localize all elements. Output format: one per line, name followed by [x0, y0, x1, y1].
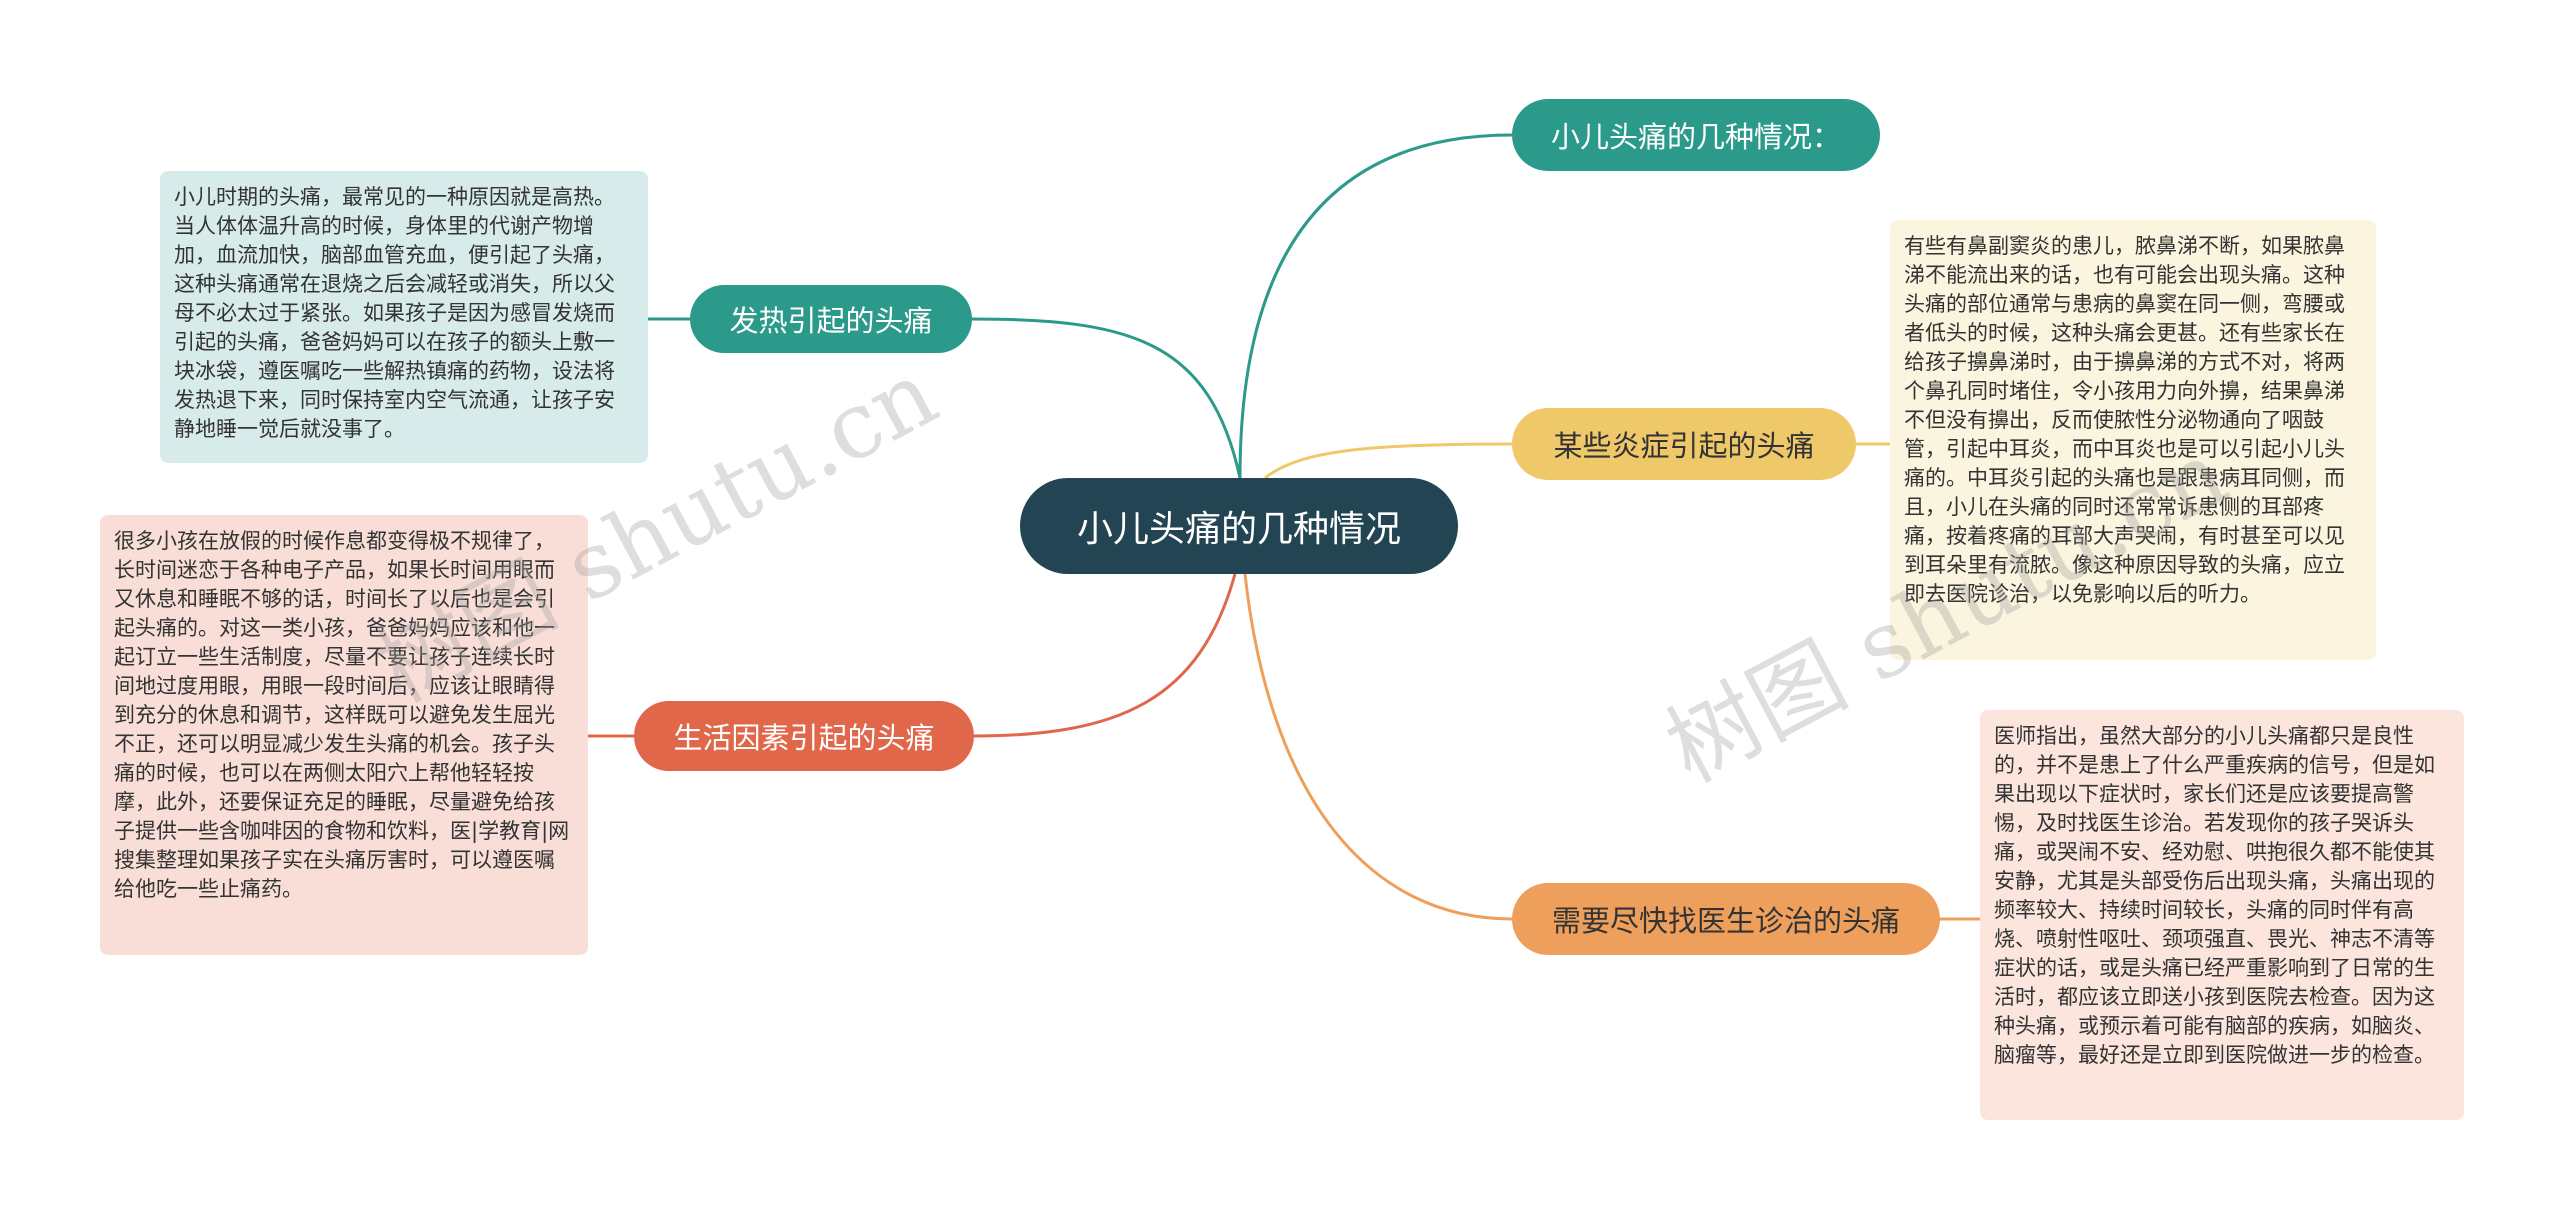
branch-situations-label: 小儿头痛的几种情况：	[1550, 120, 1841, 154]
note-urgent: 医师指出，虽然大部分的小儿头痛都只是良性的，并不是患上了什么严重疾病的信号，但是…	[1980, 710, 2464, 1120]
note-inflammation: 有些有鼻副窦炎的患儿，脓鼻涕不断，如果脓鼻涕不能流出来的话，也有可能会出现头痛。…	[1890, 220, 2376, 660]
note-fever: 小儿时期的头痛，最常见的一种原因就是高热。当人体体温升高的时候，身体里的代谢产物…	[160, 171, 648, 463]
branch-lifestyle[interactable]: 生活因素引起的头痛	[634, 701, 974, 771]
branch-inflammation-label: 某些炎症引起的头痛	[1553, 429, 1815, 463]
root-topic[interactable]: 小儿头痛的几种情况	[1020, 478, 1458, 574]
branch-fever-label: 发热引起的头痛	[729, 304, 933, 338]
branch-urgent[interactable]: 需要尽快找医生诊治的头痛	[1512, 883, 1940, 955]
branch-situations[interactable]: 小儿头痛的几种情况：	[1512, 99, 1880, 171]
branch-fever[interactable]: 发热引起的头痛	[690, 285, 972, 353]
branch-urgent-label: 需要尽快找医生诊治的头痛	[1551, 904, 1900, 938]
link-root-to-lifestyle	[973, 573, 1237, 738]
link-root-to-situations	[1238, 133, 1513, 479]
root-topic-label: 小儿头痛的几种情况	[1076, 509, 1401, 550]
note-lifestyle: 很多小孩在放假的时候作息都变得极不规律了，长时间迷恋于各种电子产品，如果长时间用…	[100, 515, 588, 955]
link-root-to-urgent	[1243, 573, 1513, 921]
link-root-to-fever	[971, 317, 1242, 479]
branch-lifestyle-label: 生活因素引起的头痛	[673, 721, 935, 755]
branch-inflammation[interactable]: 某些炎症引起的头痛	[1512, 408, 1856, 480]
link-root-to-inflammation	[1264, 442, 1513, 480]
